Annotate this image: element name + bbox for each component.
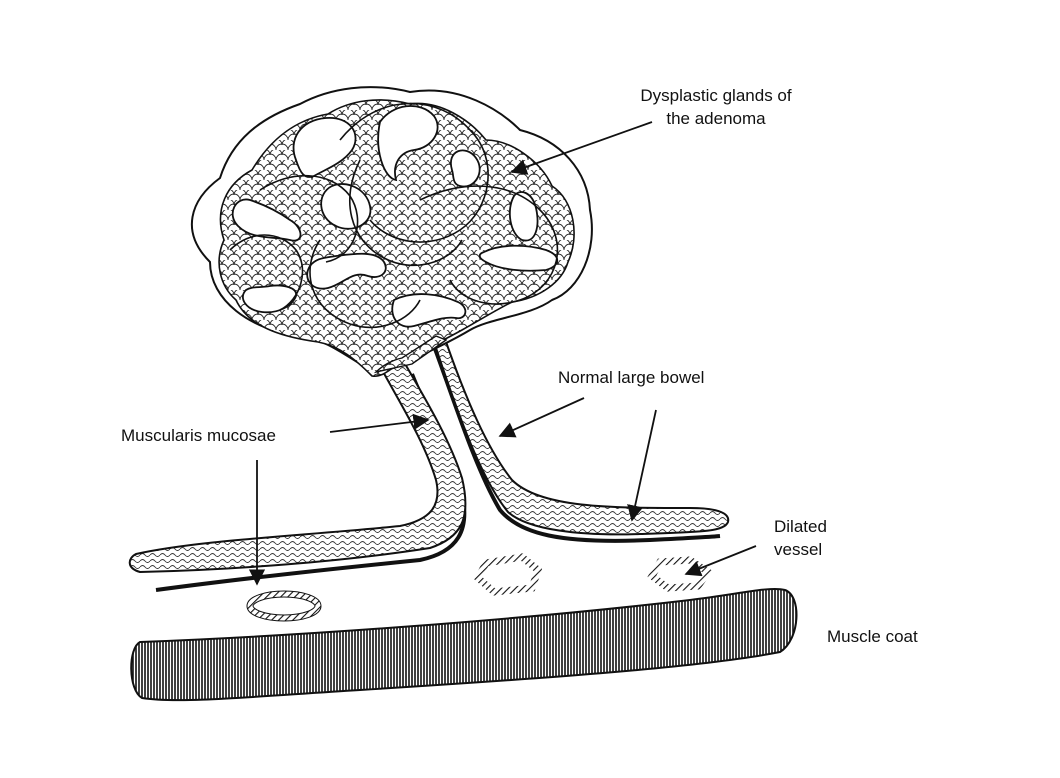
- label-dilated-vessel-line2: vessel: [774, 540, 823, 559]
- gland-outlines: [229, 102, 559, 329]
- label-dysplastic-glands-line1: Dysplastic glands of: [640, 86, 792, 105]
- arrow-muscularis-1: [329, 413, 430, 433]
- label-muscularis-mucosae: Muscularis mucosae: [121, 426, 276, 445]
- label-muscle-coat: Muscle coat: [827, 627, 918, 646]
- label-dilated-vessel: Dilated vessel: [774, 515, 827, 561]
- arrow-normal-bowel-1: [498, 397, 585, 438]
- muscle-coat: [130, 587, 798, 702]
- label-dysplastic-glands-line2: the adenoma: [666, 109, 766, 128]
- arrow-normal-bowel-2: [627, 409, 657, 522]
- label-dysplastic-glands: Dysplastic glands of the adenoma: [616, 84, 816, 130]
- normal-mucosa-left: [128, 360, 467, 574]
- gland-lumens: [231, 105, 559, 328]
- arrow-dysplastic-glands: [510, 121, 653, 175]
- stalk: [373, 335, 448, 374]
- normal-mucosa-right: [434, 333, 730, 536]
- arrow-dilated-vessel: [684, 545, 757, 577]
- label-normal-bowel: Normal large bowel: [558, 368, 705, 387]
- label-dilated-vessel-line1: Dilated: [774, 517, 827, 536]
- label-arrows: [248, 121, 757, 586]
